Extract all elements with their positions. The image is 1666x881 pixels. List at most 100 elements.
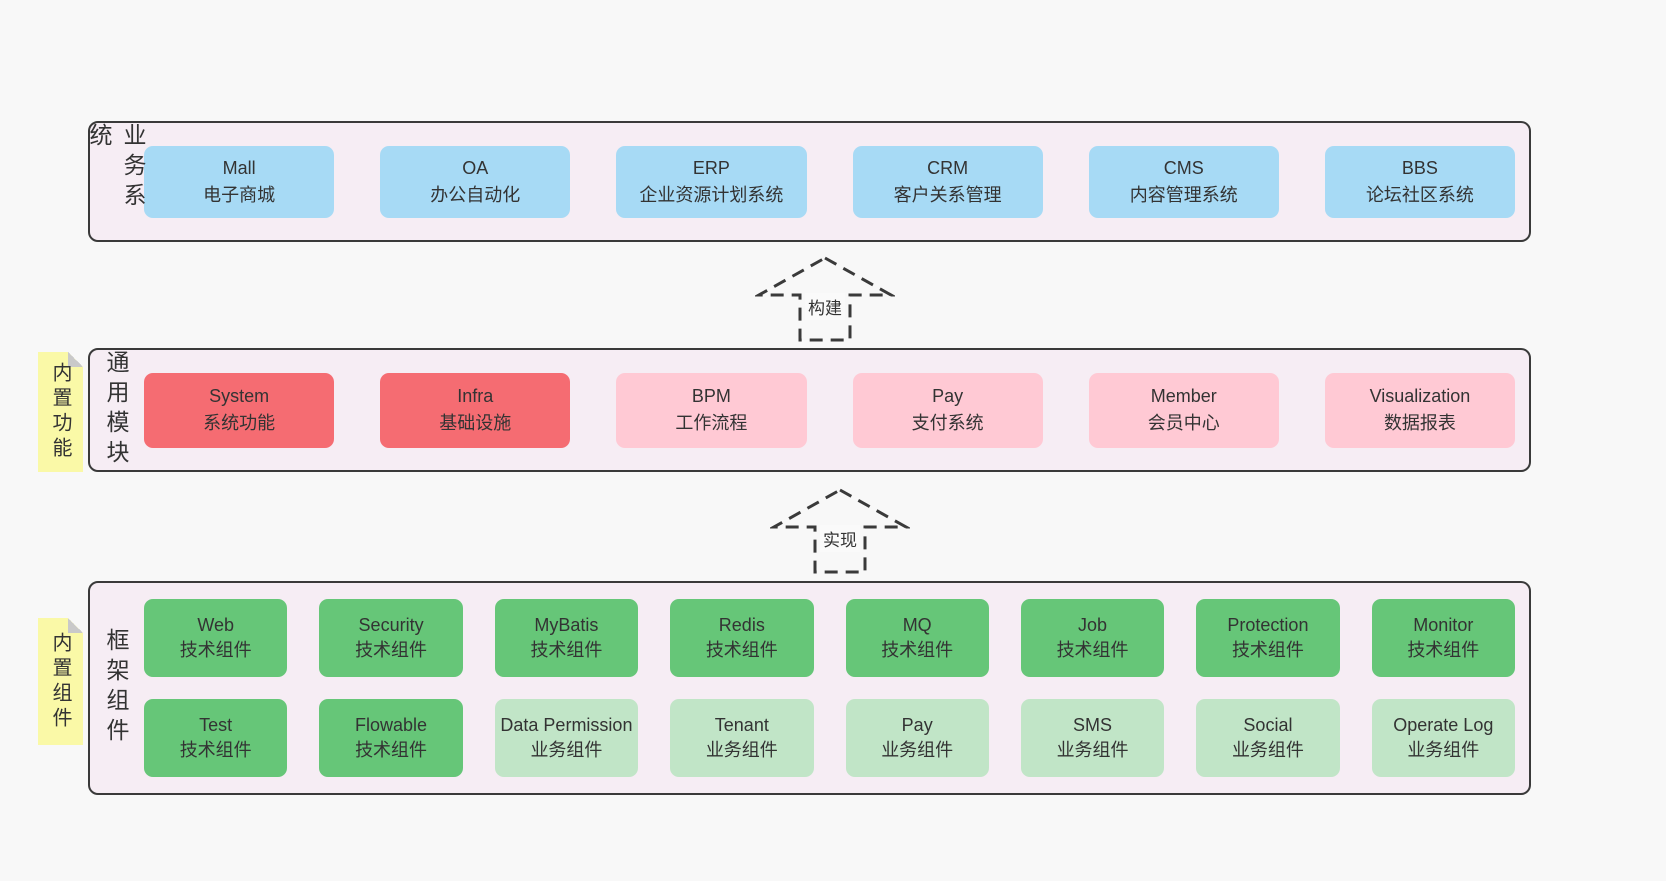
box-name: OA <box>462 157 489 178</box>
band-modules-rows: System 系统功能 Infra 基础设施 BPM 工作流程 Pay 支付系统… <box>144 350 1516 470</box>
sticky-fold-corner <box>68 618 83 633</box>
box-name: Operate Log <box>1393 714 1494 735</box>
box-name: Pay <box>932 386 964 406</box>
box-name: Protection <box>1227 614 1309 635</box>
sticky-note-built-in-components: 内置组件 <box>38 618 83 745</box>
box-erp: ERP 企业资源计划系统 <box>616 145 807 218</box>
box-operate-log: Operate Log 业务组件 <box>1371 699 1515 777</box>
modules-row: System 系统功能 Infra 基础设施 BPM 工作流程 Pay 支付系统… <box>144 372 1516 448</box>
box-name: Flowable <box>355 714 428 735</box>
box-name: Mall <box>222 157 256 178</box>
box-desc: 技术组件 <box>355 640 428 660</box>
box-name: CMS <box>1163 157 1204 178</box>
box-name: MQ <box>902 614 932 635</box>
box-name: CRM <box>927 157 969 178</box>
box-bbs: BBS 论坛社区系统 <box>1324 145 1516 218</box>
box-pay-module: Pay 支付系统 <box>852 372 1043 448</box>
components-row-1: Web 技术组件 Security 技术组件 MyBatis 技术组件 Redi… <box>144 599 1515 677</box>
box-desc: 技术组件 <box>355 740 428 760</box>
box-name: Web <box>197 614 235 635</box>
box-monitor: Monitor 技术组件 <box>1371 599 1515 677</box>
box-desc: 内容管理系统 <box>1129 184 1238 205</box>
box-desc: 会员中心 <box>1147 413 1220 433</box>
sticky-paper <box>38 352 83 472</box>
box-name: Infra <box>457 386 494 406</box>
box-test: Test 技术组件 <box>144 699 288 777</box>
box-desc: 技术组件 <box>179 640 252 660</box>
box-security: Security 技术组件 <box>319 599 463 677</box>
box-name: Pay <box>901 714 933 735</box>
box-name: Social <box>1243 714 1293 735</box>
box-job: Job 技术组件 <box>1020 599 1165 677</box>
box-name: Test <box>199 714 233 735</box>
box-desc: 业务组件 <box>1056 740 1129 760</box>
box-desc: 技术组件 <box>1231 640 1304 660</box>
band-framework-components: 框架组件 Web 技术组件 Security 技术组件 MyBatis 技术组件… <box>88 581 1531 795</box>
arrow-implement-label: 实现 <box>820 525 860 552</box>
box-desc: 电子商城 <box>203 184 276 205</box>
box-desc: 技术组件 <box>881 640 954 660</box>
band-modules-label: 通用模块 <box>103 350 129 470</box>
box-desc: 客户关系管理 <box>893 184 1002 205</box>
box-desc: 技术组件 <box>1056 640 1129 660</box>
box-name: BPM <box>691 386 731 406</box>
box-desc: 技术组件 <box>1407 640 1480 660</box>
business-row: Mall 电子商城 OA 办公自动化 ERP 企业资源计划系统 CRM 客户关系… <box>144 145 1516 218</box>
band-common-modules: 通用模块 System 系统功能 Infra 基础设施 BPM 工作流程 Pay… <box>88 348 1531 472</box>
box-desc: 数据报表 <box>1383 413 1456 433</box>
band-business-systems: 业务系统 Mall 电子商城 OA 办公自动化 ERP 企业资源计划系统 CRM… <box>86 121 1531 242</box>
box-web: Web 技术组件 <box>144 599 288 677</box>
sticky-text: 内置功能 <box>49 362 71 462</box>
box-desc: 业务组件 <box>1231 740 1304 760</box>
box-name: Redis <box>718 614 765 635</box>
components-row-2: Test 技术组件 Flowable 技术组件 Data Permission … <box>144 699 1515 777</box>
box-cms: CMS 内容管理系统 <box>1088 145 1279 218</box>
arrow-build: 构建 <box>755 255 895 343</box>
box-oa: OA 办公自动化 <box>380 145 571 218</box>
box-name: ERP <box>692 157 730 178</box>
box-name: MyBatis <box>534 614 599 635</box>
box-name: Monitor <box>1413 614 1474 635</box>
box-name: Visualization <box>1369 386 1471 406</box>
box-data-permission: Data Permission 业务组件 <box>494 699 639 777</box>
box-visualization: Visualization 数据报表 <box>1324 372 1516 448</box>
box-name: Security <box>358 614 424 635</box>
box-desc: 技术组件 <box>705 640 778 660</box>
band-components-label: 框架组件 <box>103 628 129 748</box>
box-desc: 企业资源计划系统 <box>639 184 784 205</box>
box-sms: SMS 业务组件 <box>1020 699 1165 777</box>
box-tenant: Tenant 业务组件 <box>670 699 814 777</box>
box-name: Job <box>1078 614 1108 635</box>
box-system: System 系统功能 <box>144 372 335 448</box>
box-name: Member <box>1150 386 1217 406</box>
sticky-note-built-in-functions: 内置功能 <box>38 352 83 472</box>
box-pay-component: Pay 业务组件 <box>845 699 989 777</box>
box-crm: CRM 客户关系管理 <box>852 145 1043 218</box>
box-name: SMS <box>1073 714 1113 735</box>
arrow-implement: 实现 <box>770 487 910 575</box>
box-social: Social 业务组件 <box>1196 699 1340 777</box>
band-business-label: 业务系统 <box>86 123 146 213</box>
box-desc: 工作流程 <box>675 413 748 433</box>
box-mall: Mall 电子商城 <box>144 145 335 218</box>
box-desc: 支付系统 <box>911 413 984 433</box>
box-desc: 论坛社区系统 <box>1365 184 1474 205</box>
box-protection: Protection 技术组件 <box>1196 599 1340 677</box>
sticky-paper <box>38 618 83 745</box>
sticky-text: 内置组件 <box>49 631 71 732</box>
box-member: Member 会员中心 <box>1088 372 1279 448</box>
box-mybatis: MyBatis 技术组件 <box>494 599 639 677</box>
box-name: System <box>209 386 270 406</box>
band-business-rows: Mall 电子商城 OA 办公自动化 ERP 企业资源计划系统 CRM 客户关系… <box>144 123 1516 240</box>
box-redis: Redis 技术组件 <box>670 599 814 677</box>
box-desc: 办公自动化 <box>430 184 521 205</box>
box-desc: 技术组件 <box>530 640 603 660</box>
box-desc: 业务组件 <box>1407 740 1480 760</box>
box-desc: 业务组件 <box>705 740 778 760</box>
box-desc: 业务组件 <box>530 740 603 760</box>
box-name: Data Permission <box>500 714 633 735</box>
box-desc: 系统功能 <box>203 413 276 433</box>
band-components-rows: Web 技术组件 Security 技术组件 MyBatis 技术组件 Redi… <box>144 583 1515 793</box>
box-mq: MQ 技术组件 <box>845 599 989 677</box>
sticky-fold-corner <box>68 352 83 367</box>
